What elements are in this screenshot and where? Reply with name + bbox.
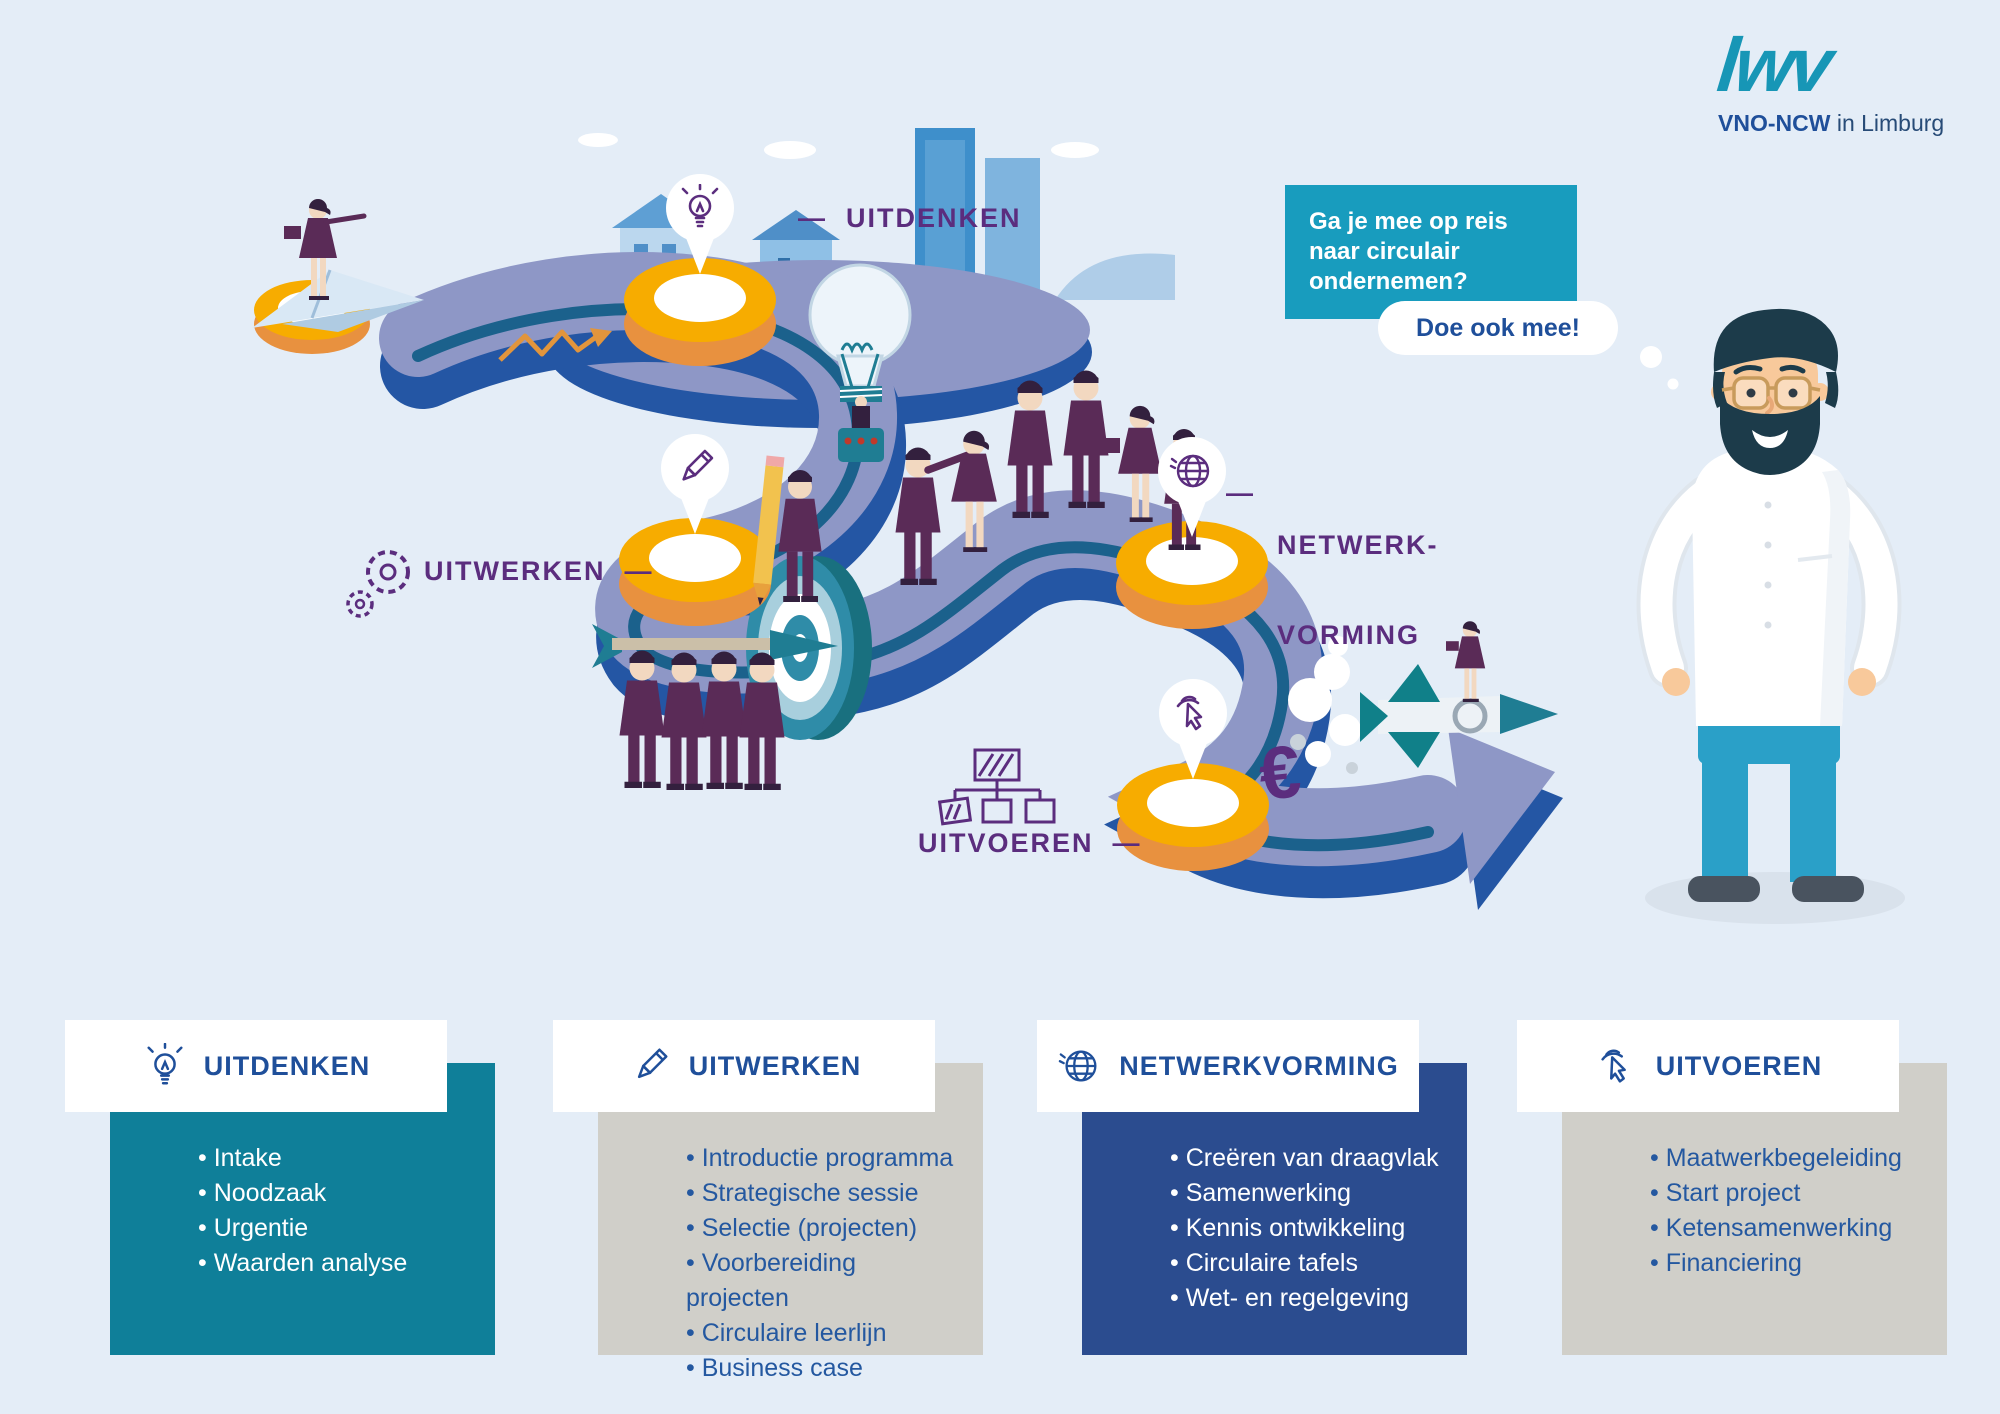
pencil-man [753,455,822,606]
card-uitwerken-header: UITWERKEN [553,1020,935,1112]
card-title: UITDENKEN [203,1050,371,1081]
zigzag-doodle [498,328,612,362]
card-uitdenken-list: Intake Noodzaak Urgentie Waarden analyse [110,1063,495,1281]
globe-icon [1057,1043,1103,1089]
list-item: Strategische sessie [686,1176,965,1211]
join-cta-button[interactable]: Doe ook mee! [1378,301,1618,355]
list-item: Wet- en regelgeving [1170,1281,1449,1316]
lwv-logo-subtitle: VNO-NCW in Limburg [1718,110,1978,137]
journey-arrow [1448,728,1563,910]
list-item: Circulaire tafels [1170,1246,1449,1281]
stage-label-uitvoeren: UITVOEREN — [918,828,1142,858]
target-dart [592,556,872,790]
list-item: Kennis ontwikkeling [1170,1211,1449,1246]
list-item: Maatwerkbegeleiding [1650,1141,1929,1176]
list-item: Financiering [1650,1246,1929,1281]
card-title: NETWERKVORMING [1119,1050,1399,1081]
card-uitwerken: Introductie programma Strategische sessi… [553,1020,983,1382]
stage-label-netwerkvorming-dash: — [1226,478,1255,508]
card-uitvoeren: Maatwerkbegeleiding Start project Ketens… [1517,1020,1947,1355]
list-item: Circulaire leerlijn [686,1316,965,1351]
gears-doodle [346,550,410,618]
list-item: Voorbereiding projecten [686,1246,965,1316]
card-uitvoeren-list: Maatwerkbegeleiding Start project Ketens… [1562,1063,1947,1281]
card-netwerkvorming-list: Creëren van draagvlak Samenwerking Kenni… [1082,1063,1467,1316]
lightbulb-balloon [808,263,912,462]
card-netwerkvorming: Creëren van draagvlak Samenwerking Kenni… [1037,1020,1467,1355]
pencil-icon [627,1043,673,1089]
man-character [1636,308,1905,924]
list-item: Creëren van draagvlak [1170,1141,1449,1176]
click-hand-icon [1594,1043,1640,1089]
list-item: Ketensamenwerking [1650,1211,1929,1246]
list-item: Selectie (projecten) [686,1211,965,1246]
lwv-logo: lwv VNO-NCW in Limburg [1714,23,1978,137]
card-uitdenken-header: UITDENKEN [65,1020,447,1112]
list-item: Samenwerking [1170,1176,1449,1211]
list-item: Waarden analyse [198,1246,477,1281]
list-item: Intake [198,1141,477,1176]
list-item: Business case [686,1351,965,1386]
paper-plane-start [252,199,424,354]
card-title: UITWERKEN [688,1050,862,1081]
stage-label-uitwerken: UITWERKEN — [424,556,654,586]
stage-label-netwerkvorming-line2: VORMING [1277,620,1421,650]
card-netwerkvorming-header: NETWERKVORMING [1037,1020,1419,1112]
stage-label-netwerkvorming-line1: NETWERK- [1277,530,1439,560]
card-uitvoeren-header: UITVOEREN [1517,1020,1899,1112]
paper-plane [252,270,424,328]
lightbulb-icon [142,1043,188,1089]
thought-dots [1640,346,1679,390]
stage-label-netwerkvorming: NETWERK- VORMING [1277,470,1438,710]
card-uitwerken-list: Introductie programma Strategische sessi… [598,1063,983,1386]
walking-people [895,370,1204,585]
list-item: Introductie programma [686,1141,965,1176]
logo-org: VNO-NCW [1718,110,1831,136]
logo-location: in Limburg [1830,110,1945,136]
flying-woman [284,199,367,300]
question-speech-box: Ga je mee op reis naar circulair onderne… [1285,185,1577,319]
milestone-disc-uitdenken [624,258,776,366]
card-uitdenken: Intake Noodzaak Urgentie Waarden analyse… [65,1020,495,1355]
rocket-woman [1446,621,1486,702]
lwv-logo-mark: lwv [1713,23,1834,108]
stage-label-uitdenken: — UITDENKEN [798,203,1022,233]
list-item: Noodzaak [198,1176,477,1211]
list-item: Start project [1650,1176,1929,1211]
rocket [1288,621,1558,774]
card-title: UITVOEREN [1655,1050,1823,1081]
orgchart-doodle [937,748,1056,826]
list-item: Urgentie [198,1211,477,1246]
